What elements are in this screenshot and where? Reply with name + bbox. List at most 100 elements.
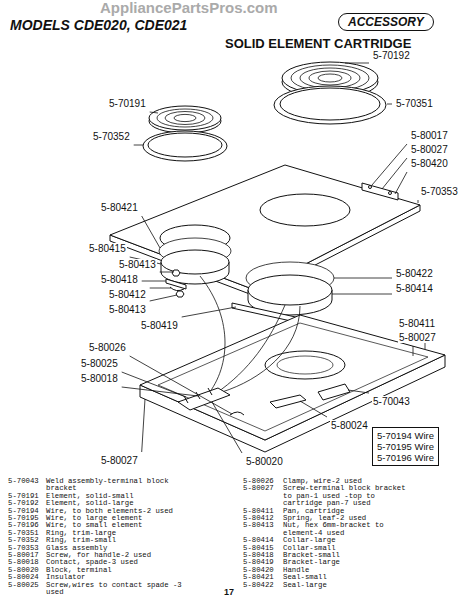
part-number-cell: 5-70191 (8, 493, 39, 500)
part-description-cell: Nut, hex 6mm-bracket to element-4 used (283, 522, 411, 537)
part-description-cell: Collar-large (283, 537, 411, 544)
callout-number: 5-70191 (108, 98, 147, 109)
callout-number: 5-80414 (395, 283, 434, 294)
leader-line (395, 172, 407, 194)
collar-top (161, 250, 229, 274)
part-number-cell: 5-70043 (8, 478, 39, 485)
part-description-cell: Insulator (46, 574, 196, 581)
part-number-cell: 5-70194 (8, 508, 39, 515)
leader-line (413, 346, 414, 356)
part-number-cell: 5-80411 (243, 508, 274, 515)
part-description-cell: Weld assembly-terminal block bracket (46, 478, 196, 493)
model-header: MODELS CDE020, CDE021 (10, 17, 187, 33)
part-description-cell: Contact, spade-3 used (46, 559, 196, 566)
wire-clamp (230, 412, 244, 415)
page-number: 17 (224, 587, 234, 597)
leader-line (382, 158, 407, 189)
leader-line (150, 112, 158, 113)
leader-line (134, 145, 143, 146)
pan-recess (265, 351, 345, 379)
part-number-cell: 5-70196 (8, 522, 39, 529)
element-coil (309, 71, 351, 85)
ring-outer (143, 131, 227, 161)
callout-number: 5-70192 (372, 50, 411, 61)
callout-number: 5-80020 (245, 456, 284, 467)
handle-screw (389, 192, 392, 195)
leader-line (348, 390, 369, 393)
callout-number: 5-80024 (330, 420, 369, 431)
callout-number: 5-80413 (108, 304, 147, 315)
part-description-cell: Block, terminal (46, 567, 196, 574)
ring-inner (148, 133, 222, 157)
callout-number: 5-70351 (395, 98, 434, 109)
callout-number: 5-70353 (420, 186, 459, 197)
terminal-block (178, 388, 230, 410)
part-number-cell: 5-80027 (243, 485, 274, 492)
box-text: 5-70195 Wire (377, 441, 434, 452)
leader-line (122, 387, 198, 396)
element-coil (165, 112, 205, 125)
bracket-small (166, 279, 186, 289)
callout-number: 5-70043 (372, 396, 411, 407)
large-trim-ring (274, 86, 386, 124)
leader-line (142, 399, 145, 452)
callout-number: 5-80026 (88, 342, 127, 353)
part-number-cell: 5-70353 (8, 545, 39, 552)
hex-nut (172, 270, 180, 276)
wire (200, 276, 225, 398)
part-description-cell: Glass assembly (46, 545, 196, 552)
callout-number: 5-80413 (118, 259, 157, 270)
callout-number: 5-80422 (395, 268, 434, 279)
part-number-cell: 5-80025 (8, 582, 39, 589)
contact-spade (208, 388, 212, 395)
leader-line (334, 278, 392, 279)
callout-number: 5-80412 (108, 289, 147, 300)
part-number-cell: 5-80421 (243, 574, 274, 581)
leader-line (130, 356, 232, 414)
part-description-cell: Collar-small (283, 545, 411, 552)
element-coil (300, 68, 360, 88)
glass-assembly (110, 165, 420, 296)
callout-number: 5-80018 (80, 373, 119, 384)
part-number-cell: 5-80415 (243, 545, 274, 552)
wire (222, 306, 300, 392)
callout-number: 5-80419 (140, 320, 179, 331)
callout-number: 5-80421 (100, 202, 139, 213)
part-number-cell: 5-80024 (8, 574, 39, 581)
element-top (149, 106, 221, 130)
collar-small (161, 250, 229, 284)
ring-inner (280, 88, 380, 120)
glass-hole-large (260, 194, 350, 226)
part-description-cell: Element, solid-large (46, 500, 196, 507)
part-description-cell: Ring, trim-large (46, 530, 196, 537)
part-description-cell: Seal-small (283, 574, 411, 581)
box-text: ACCESSORY (348, 15, 424, 29)
handle (362, 183, 398, 200)
part-number-cell: 5-80414 (243, 537, 274, 544)
watermark: AppliancePartsPros.com (100, 0, 278, 16)
callout-number: 5-80027 (398, 332, 437, 343)
cartridge-pan (140, 315, 445, 452)
pan-floor (158, 323, 428, 431)
part-description-cell: Element, solid-small (46, 493, 196, 500)
part-number-cell: 5-80412 (243, 515, 274, 522)
part-description-cell: Screw-terminal block bracket to pan-1 us… (283, 485, 411, 507)
callout-number: 5-80025 (80, 358, 119, 369)
pan-recess-inner (277, 356, 333, 374)
hex-nut (176, 291, 184, 297)
callout-number: 5-80027 (410, 144, 449, 155)
handle-bar (362, 183, 398, 200)
callout-number: 5-80027 (100, 455, 139, 466)
part-description-cell: Wire, to both elements-2 used (46, 508, 196, 515)
small-element (149, 106, 221, 133)
leader-line (142, 216, 160, 248)
callout-number: 5-80420 (410, 158, 449, 169)
part-number-cell: 5-80420 (243, 567, 274, 574)
diagram-title: SOLID ELEMENT CARTRIDGE (225, 36, 411, 51)
part-description-cell: Bracket-large (283, 559, 411, 566)
leader-line (142, 281, 166, 282)
ring-outer (274, 86, 386, 124)
part-number-cell: 5-80422 (243, 582, 274, 589)
element-coil (318, 74, 342, 82)
leader-line (387, 104, 392, 105)
